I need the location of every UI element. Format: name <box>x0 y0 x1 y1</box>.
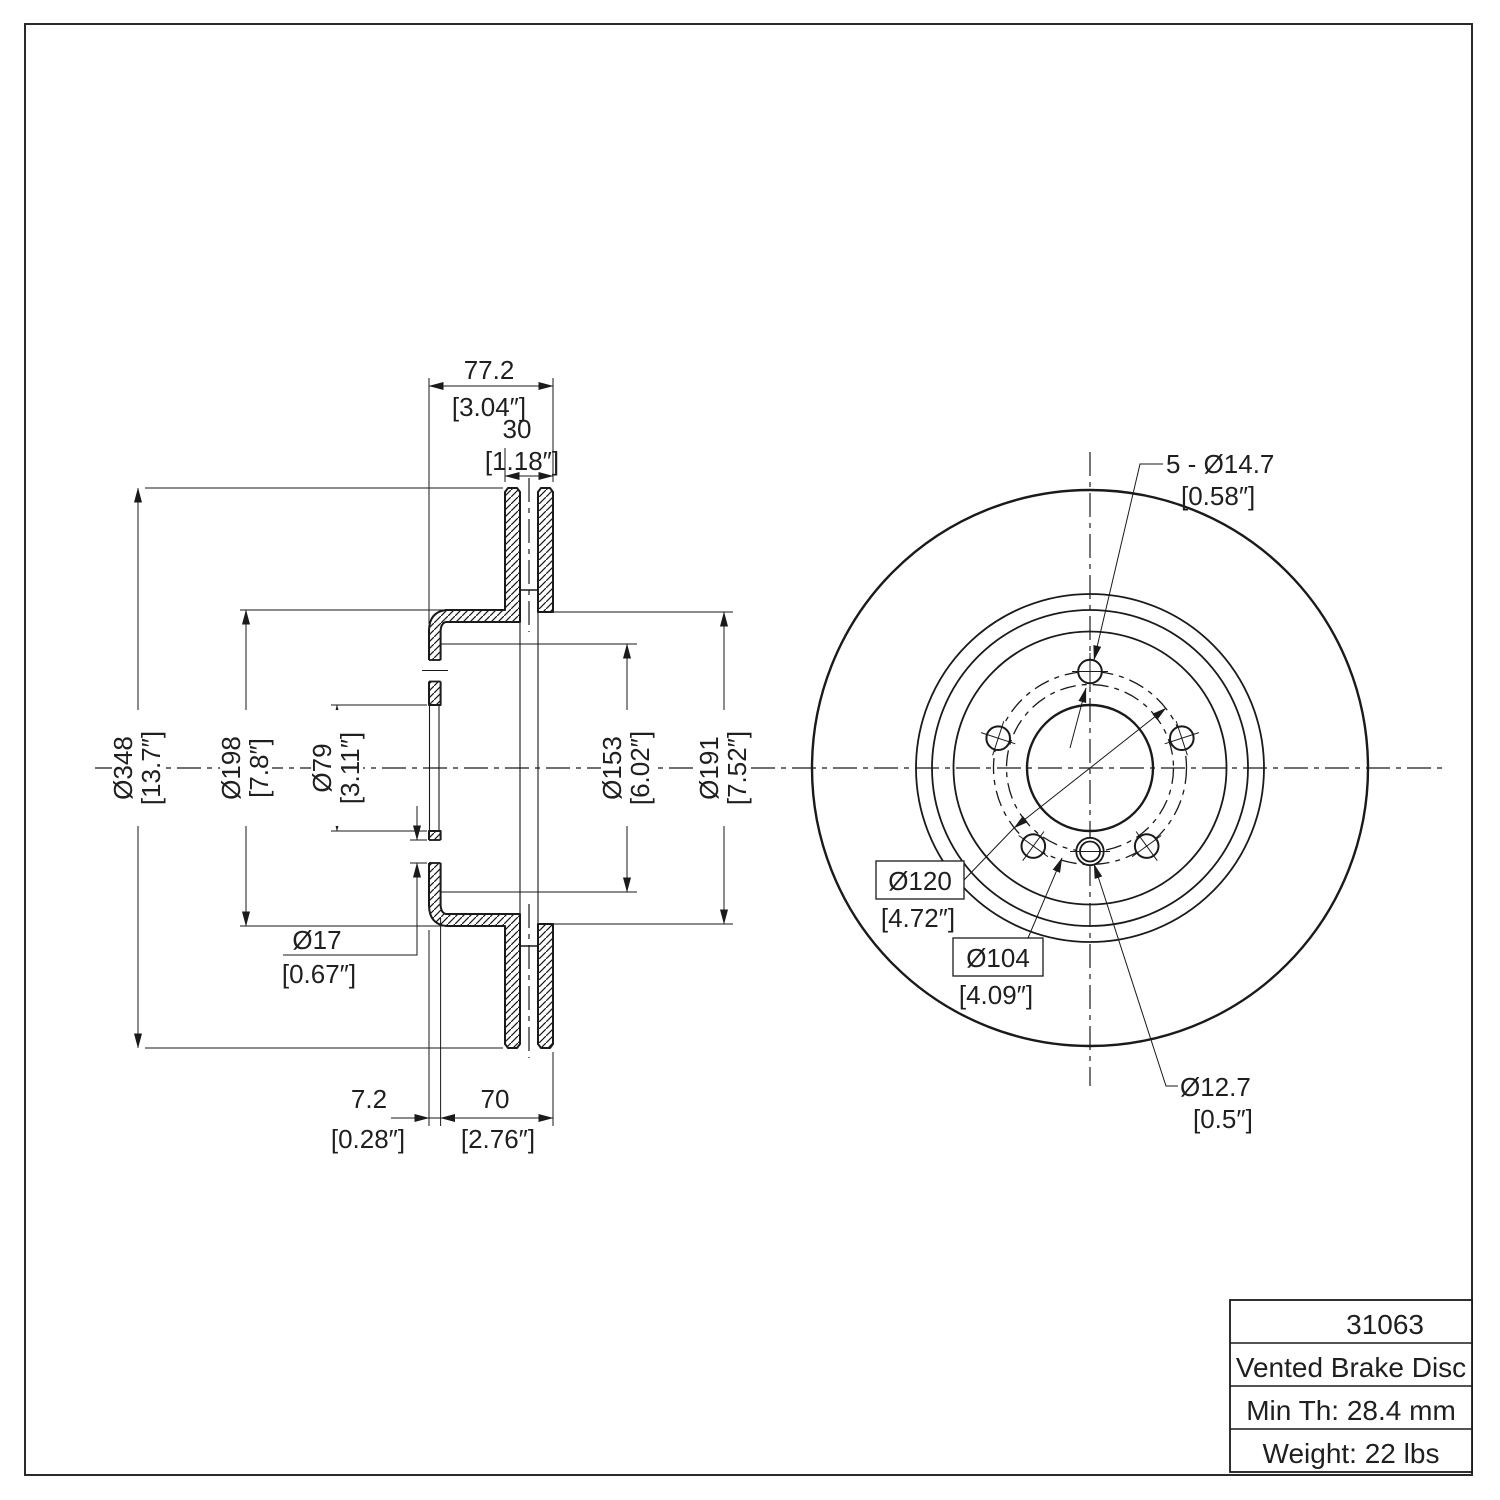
section-hat-lower <box>428 830 521 1049</box>
dim-hat-dia-mm: Ø198 <box>216 736 246 800</box>
dim-pin-dia-mm: Ø12.7 <box>1180 1072 1251 1102</box>
dim-bolt-holes-in: [0.58″] <box>1181 481 1255 511</box>
min-thickness: Min Th: 28.4 mm <box>1246 1395 1456 1426</box>
bolt-circle-connector <box>963 827 1015 881</box>
dim-disc-thickness-in: [1.18″] <box>485 446 559 476</box>
dim-outer-dia-in: [13.7″] <box>136 731 166 805</box>
dim-pin-dia-in: [0.5″] <box>1193 1104 1253 1134</box>
dim-hat-inner-in: [7.52″] <box>722 731 752 805</box>
section-interior-lines <box>428 590 733 946</box>
dim-outer-dia-mm: Ø348 <box>108 736 138 800</box>
section-dimensions <box>134 378 728 1126</box>
bolt-holes-leader <box>1093 463 1163 661</box>
pin-circle-label-box <box>952 937 1044 977</box>
dim-hat-depth-in: [2.76″] <box>461 1124 535 1154</box>
hat-fillet-circle <box>952 630 1228 906</box>
dim-plate-thickness-in: [0.28″] <box>331 1124 405 1154</box>
dim-width-total-in: [3.04″] <box>452 392 526 422</box>
dim-hat-dia-in: [7.8″] <box>244 738 274 798</box>
section-dimension-labels: 77.2 [3.04″] 30 [1.18″] Ø348 [13.7″] Ø19… <box>108 355 752 1154</box>
hat-lip-circle <box>915 593 1265 943</box>
weight: Weight: 22 lbs <box>1263 1438 1440 1469</box>
front-leaders <box>963 463 1178 1087</box>
hole-center-ticks <box>980 653 1200 861</box>
pin-circle-dashed <box>1005 683 1175 853</box>
dim-pin-circle-in: [4.09″] <box>959 980 1033 1010</box>
dim-bolt-circle-mm: Ø120 <box>888 866 952 896</box>
dim-pin-hole-in: [0.67″] <box>282 959 356 989</box>
title-block: 31063 Vented Brake Disc Min Th: 28.4 mm … <box>1229 1299 1473 1473</box>
dim-width-total-mm: 77.2 <box>464 355 515 385</box>
bolt-circle-diameter-line <box>1013 707 1167 829</box>
front-dimension-labels: 5 - Ø14.7 [0.58″] Ø120 [4.72″] Ø104 [4.0… <box>881 449 1275 1134</box>
part-number: 31063 <box>1346 1309 1424 1340</box>
section-hat-upper <box>428 487 521 706</box>
centerlines <box>95 452 1445 1086</box>
page-border <box>24 23 1473 1476</box>
dim-plate-thickness-mm: 7.2 <box>351 1084 387 1114</box>
pin-circle-arrow-2 <box>1069 687 1087 749</box>
dim-bore-dia-mm: Ø79 <box>307 743 337 792</box>
hat-outer-circle <box>931 609 1249 927</box>
section-solids <box>428 487 554 1049</box>
dim-pin-circle-mm: Ø104 <box>966 943 1030 973</box>
disc-outer-circle <box>810 488 1370 1048</box>
section-plate-right-upper <box>537 487 554 613</box>
dim-hat-depth-mm: 70 <box>481 1084 510 1114</box>
dim-inner-step-in: [6.02″] <box>625 731 655 805</box>
dim-pin-hole-mm: Ø17 <box>292 925 341 955</box>
section-view <box>422 487 733 1049</box>
section-pin-hole-cut <box>427 840 443 863</box>
dim-bolt-holes-mm: 5 - Ø14.7 <box>1166 449 1274 479</box>
bolt-circle-label-box <box>875 860 965 900</box>
part-description: Vented Brake Disc <box>1236 1352 1466 1383</box>
dim-bore-dia-in: [3.11″] <box>335 732 365 804</box>
dim-inner-step-mm: Ø153 <box>597 736 627 800</box>
section-plate-right-lower <box>537 923 554 1049</box>
pin-circle-leader <box>1027 857 1063 939</box>
pin-dia-leader <box>1093 863 1178 1087</box>
dim-hat-inner-mm: Ø191 <box>694 736 724 800</box>
label-masks <box>112 710 750 826</box>
dim-bolt-circle-in: [4.72″] <box>881 903 955 933</box>
dim-disc-thickness-mm: 30 <box>503 414 532 444</box>
front-view: 5 - Ø14.7 [0.58″] Ø120 [4.72″] Ø104 [4.0… <box>810 449 1370 1134</box>
